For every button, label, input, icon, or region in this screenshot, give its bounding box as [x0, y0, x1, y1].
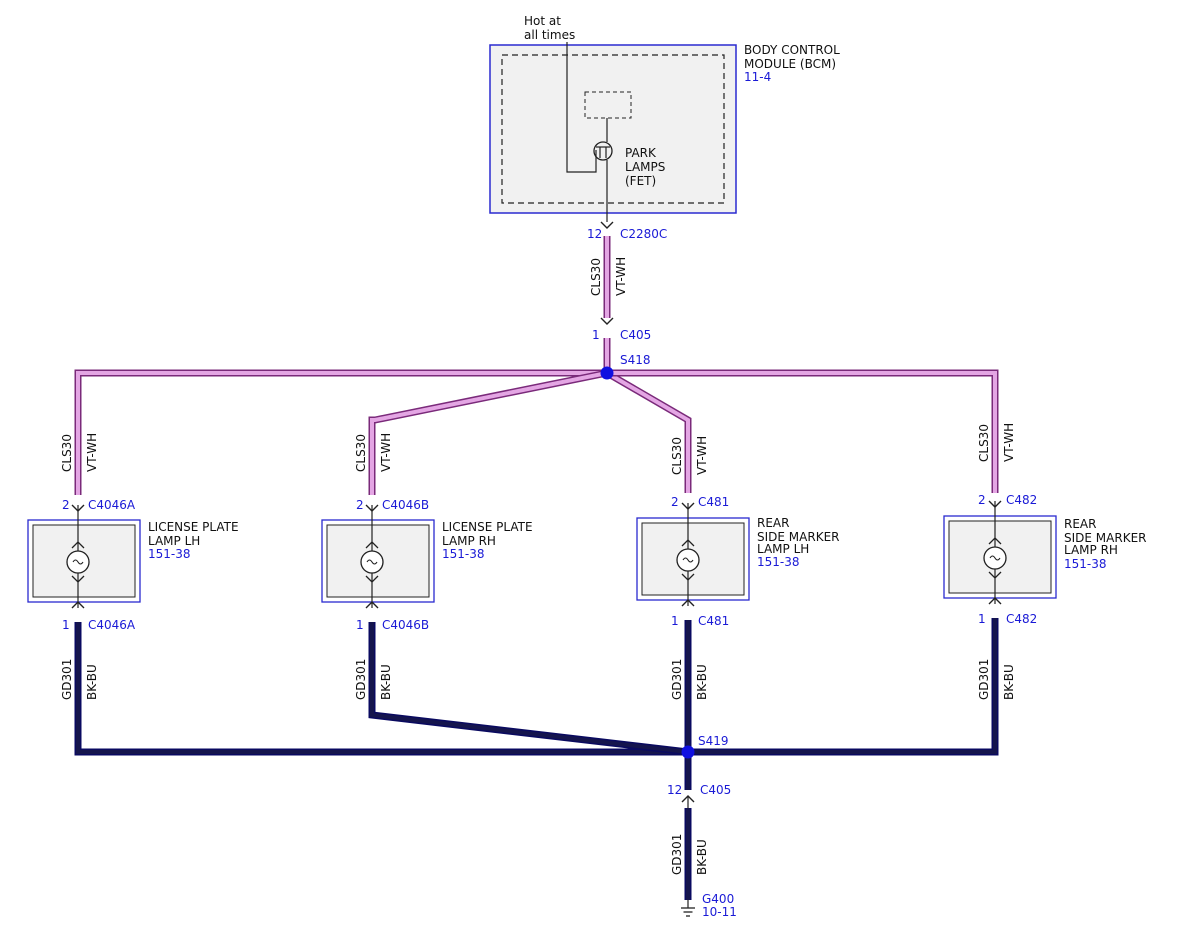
c405-bottom-connector-id[interactable]: C405 — [700, 783, 731, 797]
lamp3-name-line2: SIDE MARKER — [1064, 531, 1146, 545]
lamp-internals-side-marker-rh — [983, 500, 1007, 605]
lamp2-name-line2: SIDE MARKER — [757, 530, 839, 544]
c4046a-bottom-connector-icon — [71, 601, 85, 609]
fet-control-block — [584, 91, 632, 119]
lamp-internals-license-lh — [66, 504, 90, 609]
lamp0-name-line2: LAMP LH — [148, 534, 200, 548]
lamp0-top-pin: 2 — [62, 498, 70, 512]
lamp3-feed-circuit: CLS30 — [977, 424, 991, 462]
lamp0-page-ref[interactable]: 151-38 — [148, 547, 191, 561]
lamp1-name-line2: LAMP RH — [442, 534, 496, 548]
lamp2-bottom-pin: 1 — [671, 614, 679, 628]
c405-top-pin: 1 — [592, 328, 600, 342]
branch-wire-license-rh[interactable] — [368, 369, 608, 495]
lamp2-ground-circuit: GD301 — [670, 659, 684, 700]
lamp2-name-line3: LAMP LH — [757, 542, 809, 556]
lamp3-feed-color: VT-WH — [1002, 423, 1016, 462]
lamp1-feed-circuit: CLS30 — [354, 434, 368, 472]
fet-label-line1: PARK — [625, 146, 657, 160]
ground-wire-side-marker-rh[interactable] — [688, 618, 999, 756]
feed-wire-color: VT-WH — [614, 257, 628, 296]
lamp3-name-line3: LAMP RH — [1064, 543, 1118, 557]
ground-g400-page-ref[interactable]: 10-11 — [702, 905, 737, 919]
ground-wire-license-lh[interactable] — [74, 622, 688, 756]
lamp0-bottom-connector[interactable]: C4046A — [88, 618, 136, 632]
lamp2-ground-color: BK-BU — [695, 664, 709, 700]
branch-wire-license-lh[interactable] — [74, 369, 607, 495]
bcm-pin-number: 12 — [587, 227, 602, 241]
c2280c-connector-icon — [600, 221, 614, 229]
hot-supply-line — [566, 42, 597, 173]
lamp1-feed-color: VT-WH — [379, 433, 393, 472]
splice-s419-label[interactable]: S419 — [698, 734, 729, 748]
lamp0-name-line1: LICENSE PLATE — [148, 520, 239, 534]
c4046b-bottom-connector-icon — [365, 601, 379, 609]
bcm-connector-id[interactable]: C2280C — [620, 227, 667, 241]
lamp0-bottom-pin: 1 — [62, 618, 70, 632]
bcm-page-ref[interactable]: 11-4 — [744, 70, 771, 84]
lamp-internals-side-marker-lh — [676, 502, 700, 607]
lamp3-bottom-pin: 1 — [978, 612, 986, 626]
ground-g400-label[interactable]: G400 — [702, 892, 734, 906]
lamp3-page-ref[interactable]: 151-38 — [1064, 557, 1107, 571]
c405-top-connector-id[interactable]: C405 — [620, 328, 651, 342]
lamp-internals-license-rh — [360, 504, 384, 609]
splice-s419[interactable] — [681, 745, 695, 759]
lamp2-feed-circuit: CLS30 — [670, 437, 684, 475]
fet-label-line3: (FET) — [625, 174, 656, 188]
bcm-outer-box — [489, 44, 737, 214]
c481-bottom-connector-icon — [681, 599, 695, 607]
branch-wire-side-marker-rh[interactable] — [607, 369, 999, 493]
bcm-name-line1: BODY CONTROL — [744, 43, 840, 57]
ground-wire-circuit: GD301 — [670, 834, 684, 875]
lamp1-top-connector[interactable]: C4046B — [382, 498, 429, 512]
lamp3-name-line1: REAR — [1064, 517, 1096, 531]
lamp1-ground-color: BK-BU — [379, 664, 393, 700]
lamp-license-plate-lh[interactable] — [27, 519, 141, 603]
ground-wire-color: BK-BU — [695, 839, 709, 875]
supply-label-line1: Hot at — [524, 14, 561, 28]
ground-symbol-icon — [681, 900, 695, 917]
lamp0-ground-circuit: GD301 — [60, 659, 74, 700]
fet-symbol — [593, 141, 613, 161]
c405-bottom-pin: 12 — [667, 783, 682, 797]
lamp3-ground-circuit: GD301 — [977, 659, 991, 700]
lamp2-page-ref[interactable]: 151-38 — [757, 555, 800, 569]
lamp2-top-connector[interactable]: C481 — [698, 495, 729, 509]
branch-wire-side-marker-lh[interactable] — [605, 369, 692, 493]
bcm-inner-dashed-box — [501, 54, 725, 204]
body-control-module[interactable] — [489, 44, 737, 214]
c482-bottom-connector-icon — [988, 597, 1002, 605]
lamp2-top-pin: 2 — [671, 495, 679, 509]
lamp2-name-line1: REAR — [757, 516, 789, 530]
splice-s418[interactable] — [600, 366, 614, 380]
supply-label-line2: all times — [524, 28, 575, 42]
lamp2-feed-color: VT-WH — [695, 436, 709, 475]
lamp0-top-connector[interactable]: C4046A — [88, 498, 136, 512]
lamp3-ground-color: BK-BU — [1002, 664, 1016, 700]
lamp1-top-pin: 2 — [356, 498, 364, 512]
lamp1-bottom-pin: 1 — [356, 618, 364, 632]
bcm-name-line2: MODULE (BCM) — [744, 57, 836, 71]
lamp1-ground-circuit: GD301 — [354, 659, 368, 700]
lamp3-top-connector[interactable]: C482 — [1006, 493, 1037, 507]
feed-wire-circuit: CLS30 — [589, 258, 603, 296]
lamp0-feed-circuit: CLS30 — [60, 434, 74, 472]
lamp0-feed-color: VT-WH — [85, 433, 99, 472]
splice-s418-label[interactable]: S418 — [620, 353, 651, 367]
fet-label-line2: LAMPS — [625, 160, 665, 174]
lamp1-bottom-connector[interactable]: C4046B — [382, 618, 429, 632]
c405-top-connector-icon — [600, 317, 614, 325]
lamp1-name-line1: LICENSE PLATE — [442, 520, 533, 534]
lamp1-page-ref[interactable]: 151-38 — [442, 547, 485, 561]
lamp0-ground-color: BK-BU — [85, 664, 99, 700]
lamp2-bottom-connector[interactable]: C481 — [698, 614, 729, 628]
lamp3-bottom-connector[interactable]: C482 — [1006, 612, 1037, 626]
lamp3-top-pin: 2 — [978, 493, 986, 507]
ground-wire-license-rh[interactable] — [368, 622, 689, 756]
